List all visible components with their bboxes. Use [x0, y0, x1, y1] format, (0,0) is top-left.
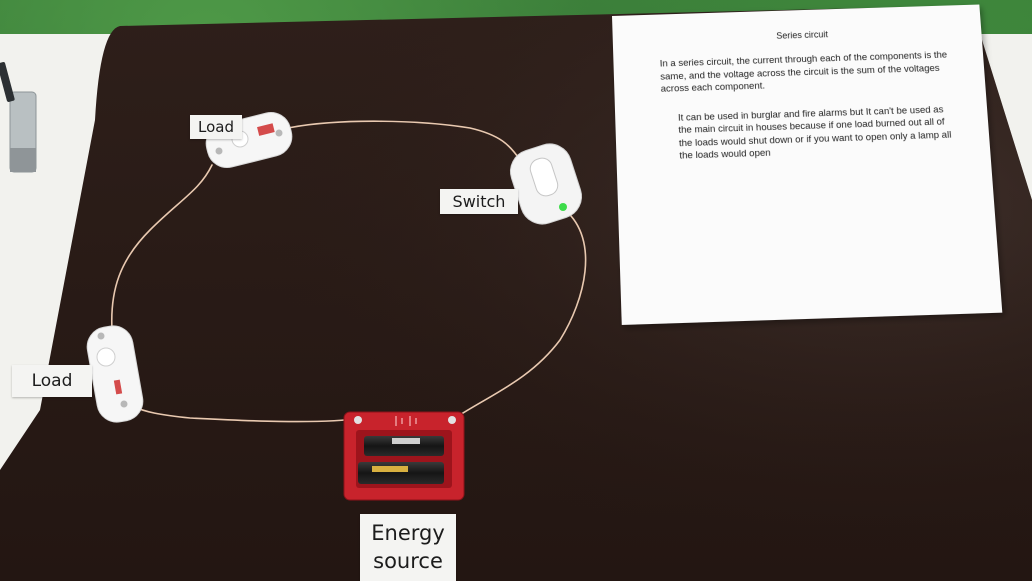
wire-switch-to-battery — [454, 209, 587, 419]
copper-wire-loop — [110, 120, 587, 423]
label-energy-line2: source — [373, 548, 443, 573]
label-energy-line1: Energy — [371, 521, 445, 546]
series-circuit-poster: Series circuit In a series circuit, the … — [612, 4, 1003, 325]
label-energy-source: Energy source — [360, 514, 456, 581]
poster-paragraph-definition: In a series circuit, the current through… — [659, 49, 948, 95]
label-load-left: Load — [12, 365, 92, 397]
wire-left-load-to-top-load — [110, 164, 213, 331]
battery-holder — [343, 411, 465, 501]
label-load-top: Load — [190, 115, 242, 139]
poster-paragraph-uses: It can be used in burglar and fire alarm… — [677, 103, 952, 162]
wire-battery-to-left-load — [131, 405, 361, 423]
label-load-top-text: Load — [198, 117, 234, 136]
water-bottle — [0, 62, 37, 173]
wire-load-to-switch — [287, 120, 521, 161]
switch-module — [509, 143, 583, 225]
load-module-left — [86, 325, 144, 423]
label-switch-text: Switch — [452, 191, 506, 211]
label-load-left-text: Load — [31, 370, 73, 391]
label-switch: Switch — [440, 189, 518, 214]
poster-title: Series circuit — [776, 29, 829, 41]
